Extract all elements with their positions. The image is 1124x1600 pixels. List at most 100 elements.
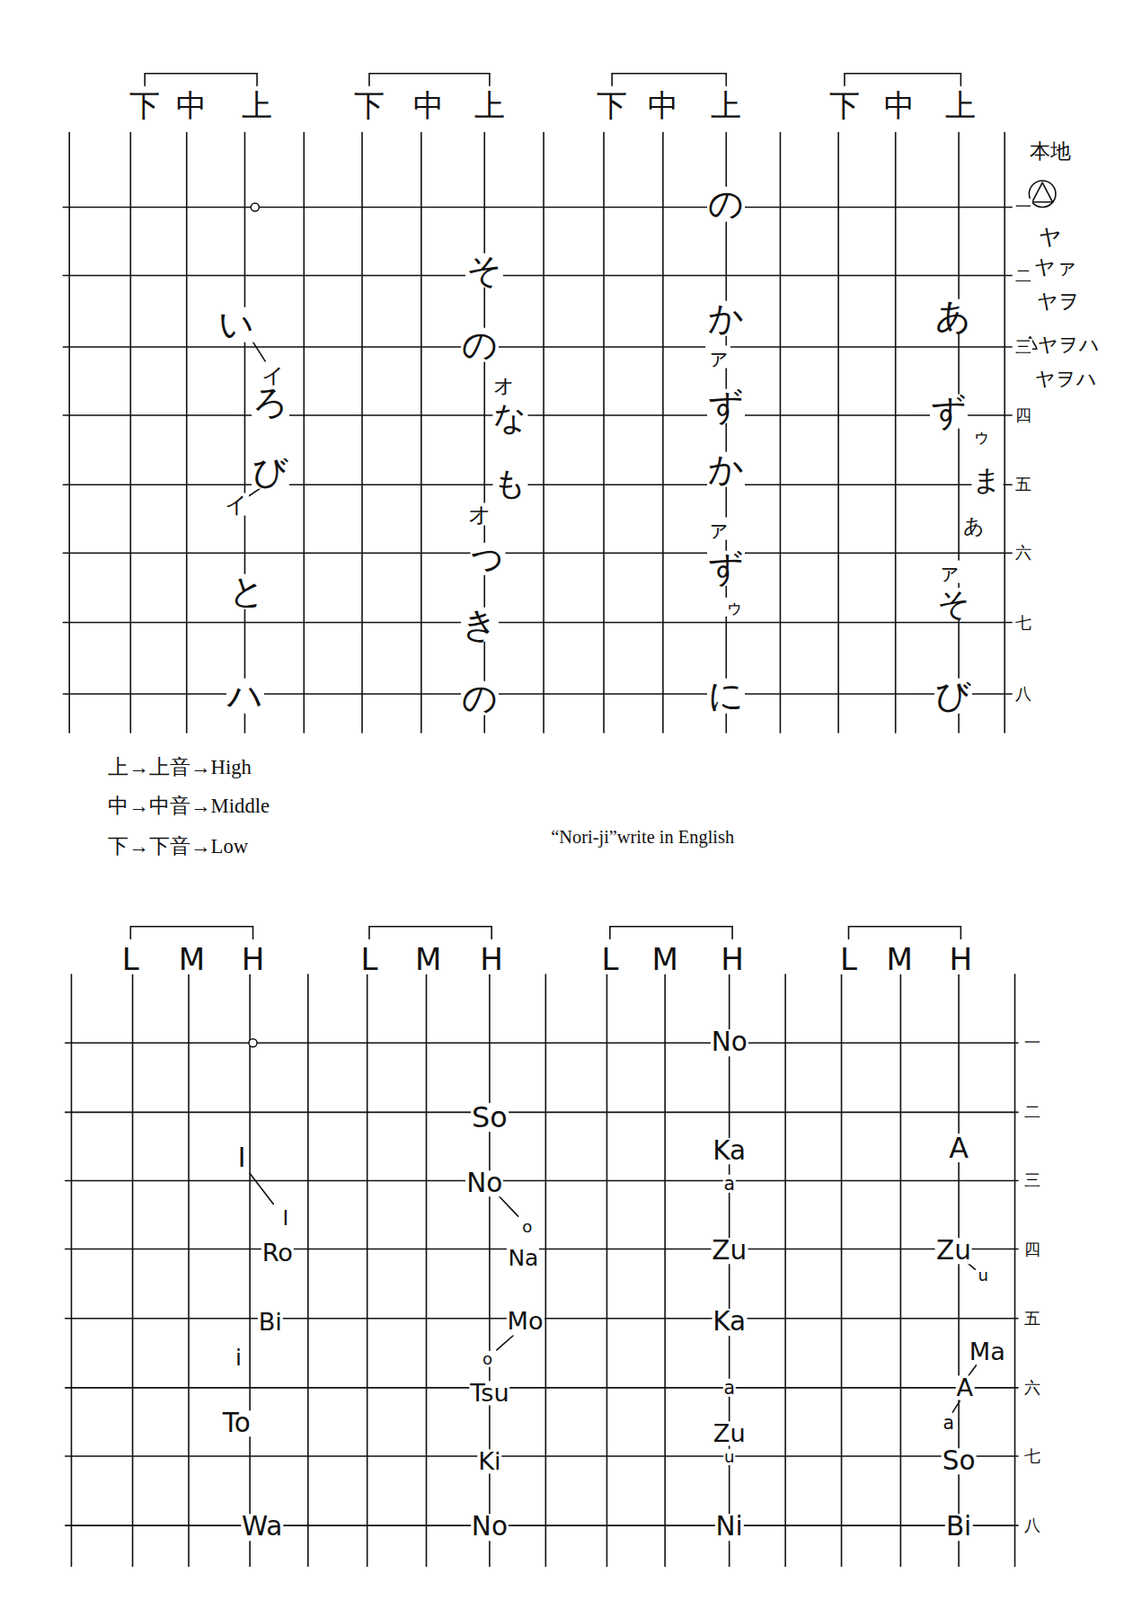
grid-line: [542, 132, 545, 734]
grid-line: [602, 132, 605, 734]
pitch-bracket: [369, 926, 492, 939]
pitch-heading: H: [719, 943, 745, 974]
kana-syllable: ゥ: [971, 425, 992, 444]
kana-syllable: ァ: [705, 517, 731, 540]
romaji-syllable: Ma: [968, 1339, 1007, 1364]
grid-line: [483, 132, 486, 734]
pitch-heading: M: [650, 943, 679, 974]
kana-syllable: ず: [929, 393, 968, 429]
romaji-syllable: u: [977, 1266, 991, 1284]
glide-stroke: [952, 1400, 960, 1412]
romaji-syllable: Ni: [715, 1513, 744, 1541]
glide-stroke: [250, 338, 266, 362]
romaji-syllable: Ka: [711, 1308, 747, 1336]
beat-number: 二: [1014, 266, 1033, 284]
romaji-syllable: i: [234, 1345, 243, 1368]
romaji-syllable: u: [723, 1448, 736, 1465]
grid-line: [62, 345, 1012, 348]
grid-line: [662, 132, 664, 734]
kana-syllable: い: [217, 307, 256, 343]
mode-symbol: [1028, 180, 1056, 208]
kana-syllable: ろ: [251, 385, 290, 421]
kana-syllable: あ: [962, 514, 986, 536]
pitch-heading: L: [359, 943, 379, 974]
grid-line: [837, 132, 840, 734]
pitch-heading: M: [177, 943, 206, 974]
beat-number: 七: [1023, 1447, 1042, 1464]
grid-line: [62, 414, 1012, 416]
romaji-syllable: a: [722, 1174, 736, 1193]
pitch-heading: 上: [240, 89, 274, 121]
grid-line: [65, 1111, 1018, 1114]
romaji-syllable: Ki: [477, 1448, 502, 1473]
pitch-key: 下→下音→Low: [106, 836, 249, 858]
grid-line: [65, 1041, 1018, 1044]
kana-syllable: び: [251, 453, 290, 489]
kana-syllable: も: [492, 467, 528, 500]
grid-line: [957, 973, 960, 1566]
grid-line: [187, 973, 190, 1566]
grid-line: [65, 1454, 1018, 1457]
pitch-bracket: [611, 73, 726, 87]
mode-note: ヤヲハ: [1034, 370, 1098, 390]
kana-syllable: ゥ: [724, 597, 744, 616]
kana-syllable: の: [707, 186, 745, 222]
kana-syllable: ァ: [936, 559, 962, 583]
pitch-heading: M: [885, 943, 914, 974]
pitch-heading: 下: [828, 89, 861, 121]
grid-line: [779, 132, 782, 734]
romaji-syllable: Wa: [240, 1513, 284, 1541]
kana-syllable: に: [707, 678, 745, 714]
beat-number: 四: [1023, 1239, 1042, 1257]
romaji-syllable: So: [941, 1447, 977, 1475]
pitch-heading: H: [240, 943, 266, 974]
romaji-syllable: Zu: [712, 1420, 747, 1445]
romaji-syllable: Zu: [935, 1237, 973, 1265]
grid-line: [1014, 973, 1017, 1566]
kana-syllable: ま: [971, 465, 1003, 495]
kana-syllable: つ: [469, 542, 505, 576]
kana-syllable: ず: [707, 389, 745, 425]
romaji-syllable: So: [470, 1102, 509, 1132]
grid-line: [62, 206, 1012, 209]
kana-syllable: オ: [467, 503, 493, 526]
grid-line: [728, 973, 731, 1566]
grid-line: [488, 973, 491, 1566]
grid-line: [68, 132, 71, 734]
romaji-syllable: a: [722, 1378, 736, 1397]
kana-syllable: ハ: [226, 678, 265, 714]
grid-line: [62, 621, 1012, 624]
glide-stroke: [496, 1335, 514, 1350]
mode-note: 本地: [1028, 141, 1072, 162]
pitch-heading: 中: [412, 89, 445, 121]
grid-line: [663, 973, 666, 1566]
grid-line: [366, 973, 369, 1566]
grid-line: [65, 1523, 1018, 1526]
mode-note: ヤ: [1037, 225, 1063, 248]
grid-line: [894, 132, 897, 734]
romaji-syllable: Bi: [257, 1309, 284, 1335]
glide-stroke: [249, 1172, 274, 1204]
pitch-bracket: [369, 73, 490, 87]
beat-number: 八: [1023, 1516, 1042, 1533]
beat-number: 七: [1014, 613, 1033, 630]
romaji-syllable: Mo: [506, 1308, 545, 1333]
grid-line: [725, 132, 727, 734]
romaji-syllable: No: [465, 1169, 504, 1197]
kana-syllable: あ: [934, 299, 973, 335]
beat-number: 四: [1014, 407, 1033, 424]
beat-number: 八: [1014, 685, 1033, 702]
kana-syllable: オ: [492, 375, 516, 397]
beat-number: 五: [1023, 1309, 1042, 1327]
romaji-syllable: Na: [506, 1245, 540, 1268]
grid-line: [1003, 132, 1006, 734]
romaji-syllable: Ka: [711, 1137, 747, 1165]
romaji-syllable: Tsu: [469, 1380, 511, 1405]
pitch-heading: L: [839, 943, 859, 974]
mode-note: ヤヲ: [1035, 291, 1081, 312]
beat-number: 三: [1023, 1171, 1042, 1188]
pitch-heading: 下: [595, 89, 629, 121]
grid-line: [957, 132, 960, 734]
grid-line: [307, 973, 310, 1566]
